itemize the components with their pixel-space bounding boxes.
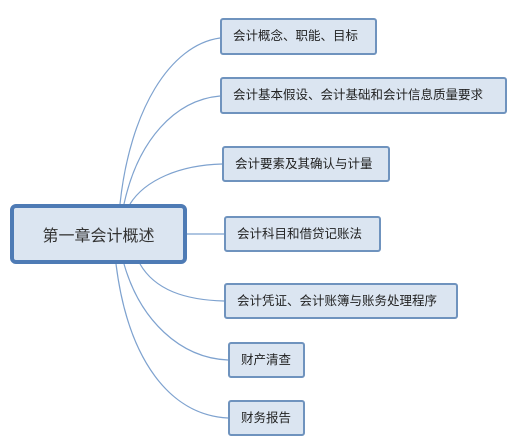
- branch-node-4: 会计科目和借贷记账法: [224, 216, 381, 252]
- branch-label: 会计概念、职能、目标: [233, 28, 359, 44]
- branch-label: 财产清查: [241, 351, 292, 367]
- branch-label: 会计凭证、会计账簿与账务处理程序: [237, 292, 438, 308]
- branch-label: 会计要素及其确认与计量: [235, 155, 373, 171]
- connector-to-branch-3: [129, 163, 223, 205]
- root-node: 第一章会计概述: [10, 204, 187, 264]
- root-label: 第一章会计概述: [42, 226, 155, 245]
- branch-node-6: 财产清查: [228, 342, 305, 378]
- connector-to-branch-1: [119, 37, 221, 205]
- branch-label: 会计科目和借贷记账法: [237, 225, 363, 241]
- branch-node-5: 会计凭证、会计账簿与账务处理程序: [224, 283, 458, 319]
- branch-node-1: 会计概念、职能、目标: [220, 18, 377, 55]
- branch-node-3: 会计要素及其确认与计量: [222, 146, 390, 182]
- branch-label: 财务报告: [241, 409, 292, 425]
- connector-to-branch-2: [123, 95, 221, 205]
- branch-label: 会计基本假设、会计基础和会计信息质量要求: [233, 87, 484, 103]
- connector-to-branch-6: [123, 263, 229, 361]
- branch-node-2: 会计基本假设、会计基础和会计信息质量要求: [220, 77, 507, 114]
- connector-to-branch-7: [115, 263, 229, 419]
- branch-node-7: 财务报告: [228, 400, 305, 436]
- connector-to-branch-5: [139, 263, 225, 302]
